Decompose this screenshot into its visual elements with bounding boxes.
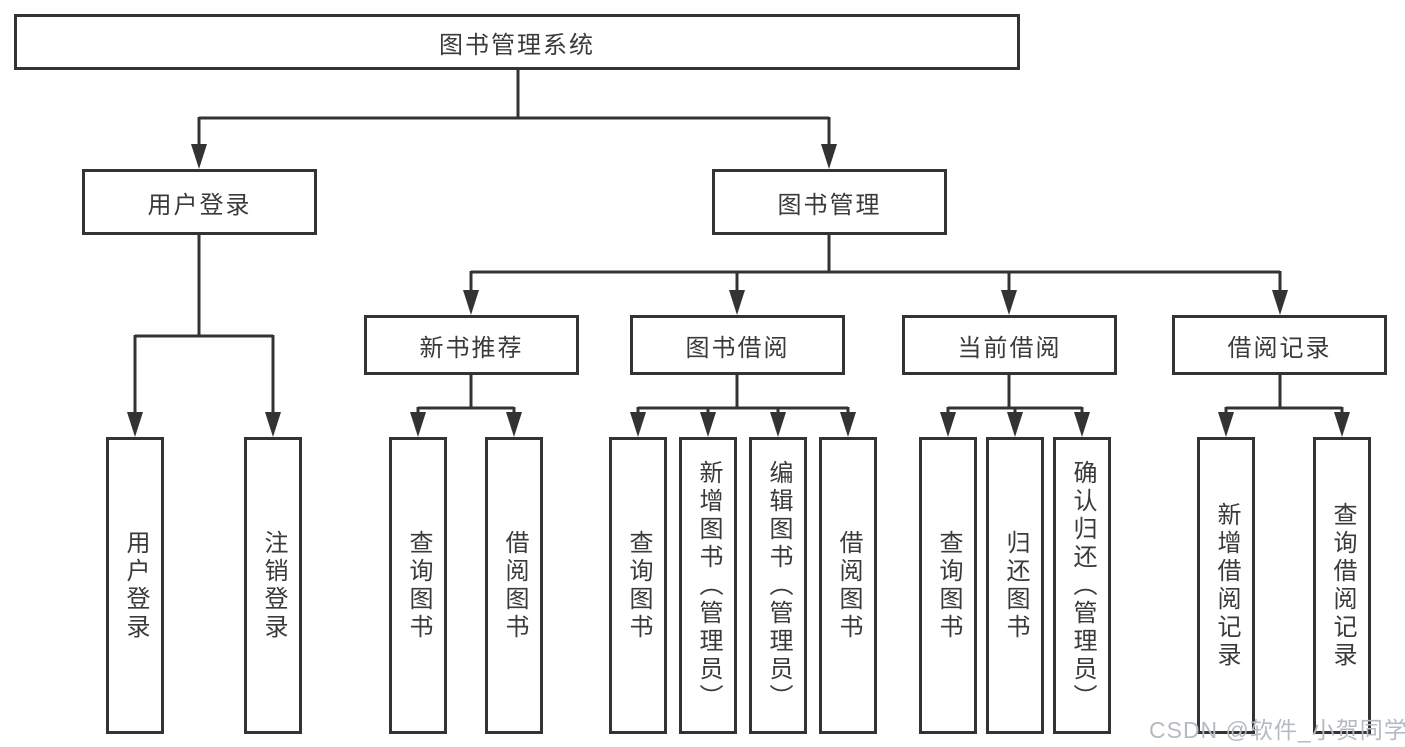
leaf-add-books-admin-label: 新增图书（管理员） [695,459,722,712]
leaf-borrow-books-label: 借阅图书 [835,529,862,642]
csdn-watermark: CSDN @软件_小贺同学 [1149,717,1405,743]
leaf-add-borrow-record-label: 新增借阅记录 [1213,501,1240,670]
connector-user-login-to-leaves [127,235,281,437]
leaf-query-books-recommend: 查询图书 [389,437,447,734]
connector-current-borrow-to-leaves [940,375,1090,437]
node-current-borrow-label: 当前借阅 [957,334,1062,362]
leaf-return-books-label: 归还图书 [1002,529,1029,642]
connector-book-borrow-to-leaves [630,375,856,437]
leaf-query-books-borrow: 查询图书 [609,437,667,734]
leaf-add-books-admin: 新增图书（管理员） [679,437,737,734]
connector-new-book-recommend-to-leaves [410,375,522,437]
connector-book-management-to-level3 [463,234,1288,315]
leaf-edit-books-admin: 编辑图书（管理员） [749,437,807,734]
leaf-logout: 注销登录 [244,437,302,734]
leaf-return-books: 归还图书 [986,437,1044,734]
node-borrow-records: 借阅记录 [1172,315,1387,375]
node-current-borrow: 当前借阅 [902,315,1117,375]
leaf-add-borrow-record: 新增借阅记录 [1197,437,1255,734]
node-borrow-records-label: 借阅记录 [1227,334,1332,362]
leaf-borrow-books-recommend: 借阅图书 [485,437,543,734]
node-book-borrow: 图书借阅 [630,315,845,375]
node-root: 图书管理系统 [14,14,1020,70]
leaf-borrow-books-recommend-label: 借阅图书 [501,529,528,642]
leaf-user-login-label: 用户登录 [122,529,149,642]
leaf-query-books-current-label: 查询图书 [935,529,962,642]
leaf-query-borrow-record-label: 查询借阅记录 [1329,501,1356,670]
node-user-login: 用户登录 [82,169,317,235]
node-new-book-recommend-label: 新书推荐 [419,334,524,362]
leaf-confirm-return-admin-label: 确认归还（管理员） [1069,459,1096,712]
leaf-query-books-current: 查询图书 [919,437,977,734]
connector-root-to-level2 [191,70,837,169]
leaf-query-books-recommend-label: 查询图书 [405,529,432,642]
connector-borrow-records-to-leaves [1218,375,1350,437]
leaf-query-books-borrow-label: 查询图书 [625,529,652,642]
node-book-management-label: 图书管理 [777,191,882,219]
leaf-logout-label: 注销登录 [260,529,287,642]
leaf-confirm-return-admin: 确认归还（管理员） [1053,437,1111,734]
node-user-login-label: 用户登录 [147,191,252,219]
node-book-borrow-label: 图书借阅 [685,334,790,362]
leaf-borrow-books: 借阅图书 [819,437,877,734]
leaf-edit-books-admin-label: 编辑图书（管理员） [765,459,792,712]
node-root-label: 图书管理系统 [439,31,595,59]
leaf-query-borrow-record: 查询借阅记录 [1313,437,1371,734]
node-new-book-recommend: 新书推荐 [364,315,579,375]
leaf-user-login: 用户登录 [106,437,164,734]
node-book-management: 图书管理 [712,169,947,235]
